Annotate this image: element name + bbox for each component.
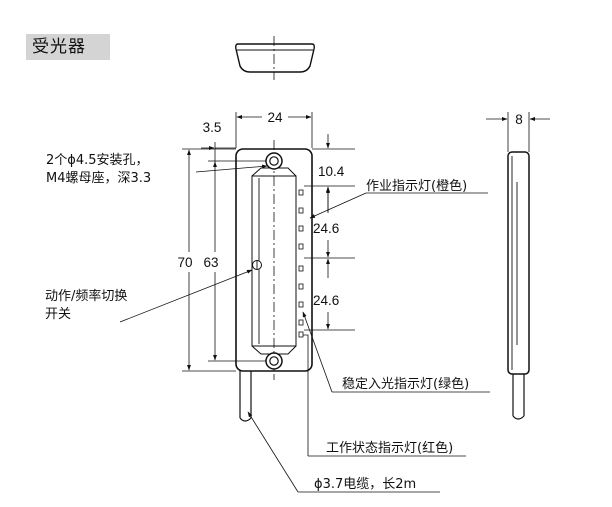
mode-switch-label-line2: 开关 [45, 307, 71, 322]
dim-width-label: 24 [267, 110, 283, 125]
dim-indicator-pitch-2-label: 24.6 [313, 293, 339, 308]
callout-stable-indicator: 稳定入光指示灯(绿色) [302, 311, 490, 393]
operation-indicator-label: 作业指示灯(橙色) [366, 178, 467, 194]
mode-switch-label-line1: 动作/频率切换 [45, 288, 127, 304]
dim-side-width-label: 8 [515, 112, 523, 127]
dim-width: 24 [235, 110, 313, 148]
status-indicator-label: 工作状态指示灯(红色) [326, 440, 453, 456]
dim-side-width: 8 [486, 112, 550, 152]
dim-indicator-pitches: 10.4 24.6 24.6 [304, 134, 355, 331]
top-view [235, 36, 315, 80]
dim-mount-hole-pitch-label: 10.4 [318, 164, 345, 179]
callout-cable: ϕ3.7电缆，长2m [247, 411, 440, 493]
dim-top-offset-label: 3.5 [203, 120, 222, 135]
indicator-windows [298, 189, 304, 338]
cable-label: ϕ3.7电缆，长2m [314, 476, 416, 492]
callout-mount-hole: 2个ϕ4.5安装孔， M4螺母座，深3.3 [46, 153, 268, 186]
side-view [507, 151, 530, 420]
front-view-body [235, 140, 313, 380]
section-title: 受光器 [26, 34, 110, 60]
callout-status-indicator: 工作状态指示灯(红色) [303, 334, 466, 457]
callout-mode-switch: 动作/频率切换 开关 [45, 269, 253, 323]
mount-hole-label-line1: 2个ϕ4.5安装孔， [46, 153, 149, 168]
mount-hole-top [265, 152, 283, 170]
stable-indicator-label: 稳定入光指示灯(绿色) [342, 376, 469, 392]
dim-top-offset: 3.5 [201, 120, 236, 166]
cable [239, 371, 252, 422]
dim-hole-pitch-label: 63 [203, 255, 218, 270]
mount-hole-bottom [265, 352, 283, 370]
callout-operation-indicator: 作业指示灯(橙色) [309, 178, 488, 219]
dim-heights: 70 63 [177, 148, 266, 372]
dim-indicator-pitch-1-label: 24.6 [313, 221, 339, 236]
mode-switch [252, 260, 262, 270]
mount-hole-label-line2: M4螺母座，深3.3 [46, 171, 151, 186]
dim-total-height-label: 70 [177, 255, 192, 270]
